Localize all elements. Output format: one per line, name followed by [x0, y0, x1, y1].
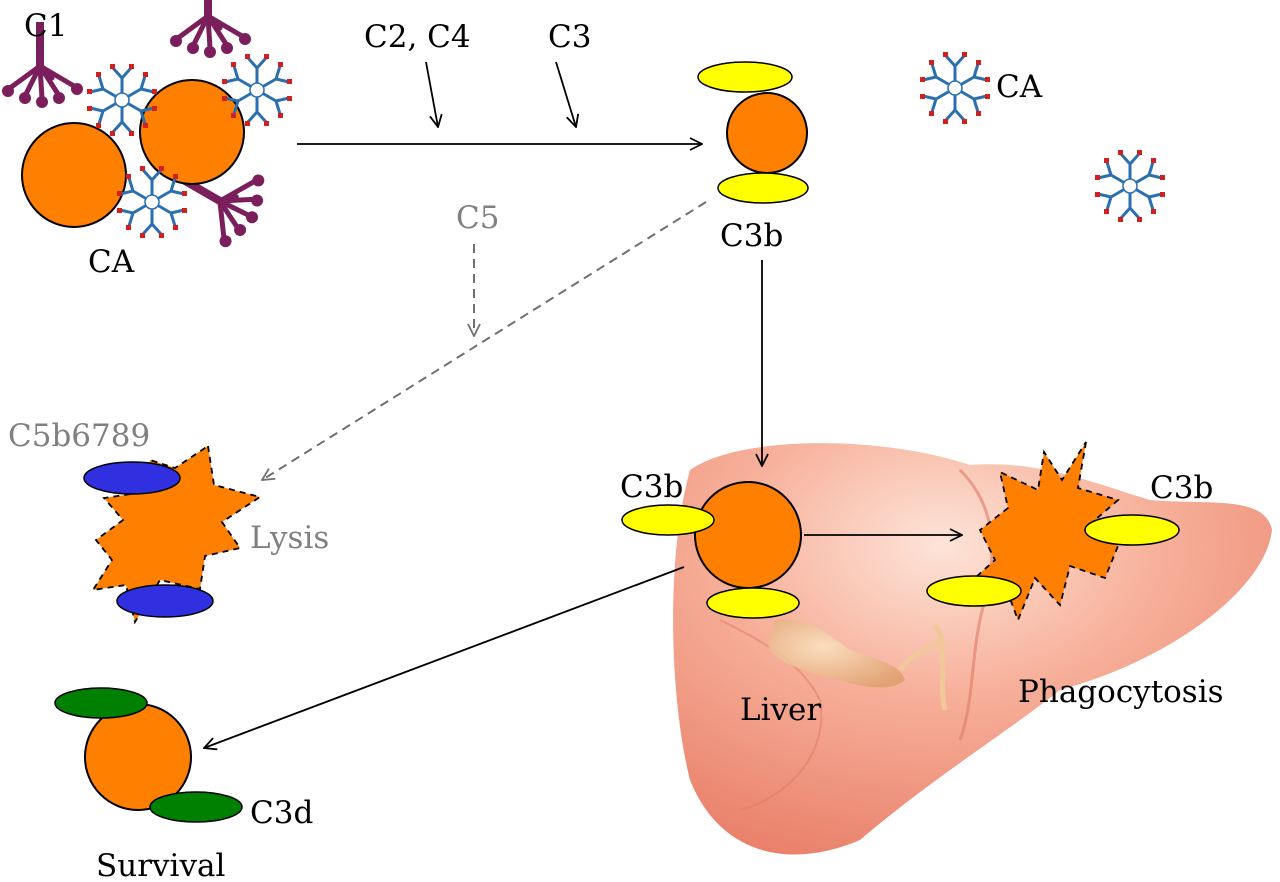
lysed-cell-icon: [83, 444, 263, 625]
c3d-coated-cell: [54, 687, 243, 823]
ca-label-left: CA: [88, 244, 135, 280]
antibody-icon: [220, 52, 294, 128]
c3b-fragment: [1084, 514, 1180, 546]
liver-icon: [673, 443, 1272, 855]
lysis-label: Lysis: [250, 520, 329, 556]
c3d-fragment: [149, 791, 243, 823]
c3b-fragment: [717, 172, 809, 204]
c1-label: C1: [24, 8, 67, 44]
mac-complex: [116, 584, 214, 618]
antibody-icon: [115, 164, 189, 240]
c3d-label: C3d: [250, 795, 313, 831]
antibody-icon: [1093, 148, 1167, 224]
c5b6789-label: C5b6789: [8, 418, 150, 454]
cell: [139, 79, 245, 185]
c3-arrow: [555, 61, 576, 127]
immune-complex-group: [2, 0, 294, 255]
lysis-dashed-arrow: [262, 201, 707, 480]
c3b-label-liver-left: C3b: [620, 469, 683, 505]
c3d-fragment: [54, 687, 148, 719]
to-survival-arrow: [204, 566, 685, 748]
liver-c3b-cell: [621, 481, 802, 619]
c3b-fragment: [706, 587, 800, 619]
antibody-icon: [918, 50, 992, 126]
c3-label: C3: [548, 19, 591, 55]
phagocytosis-label: Phagocytosis: [1018, 674, 1224, 710]
c3b-label-liver-right: C3b: [1150, 470, 1213, 506]
survival-label: Survival: [96, 848, 225, 882]
c2-c4-arrow: [425, 61, 438, 127]
c1-complex-icon: [170, 0, 251, 58]
antibody-icon: [85, 62, 159, 138]
liver-label: Liver: [740, 692, 821, 728]
c3b-fragment: [926, 575, 1022, 607]
ca-label-right: CA: [996, 69, 1043, 105]
c3b-fragment: [621, 504, 715, 536]
cell: [21, 122, 127, 228]
mac-complex: [83, 461, 181, 495]
phagocytosed-cell: [926, 441, 1180, 623]
c5-label: C5: [456, 200, 499, 236]
c3b-coated-cell: [697, 61, 809, 204]
c3b-label-top: C3b: [720, 218, 783, 254]
c3b-fragment: [697, 61, 793, 93]
c2-c4-label: C2, C4: [364, 19, 471, 55]
